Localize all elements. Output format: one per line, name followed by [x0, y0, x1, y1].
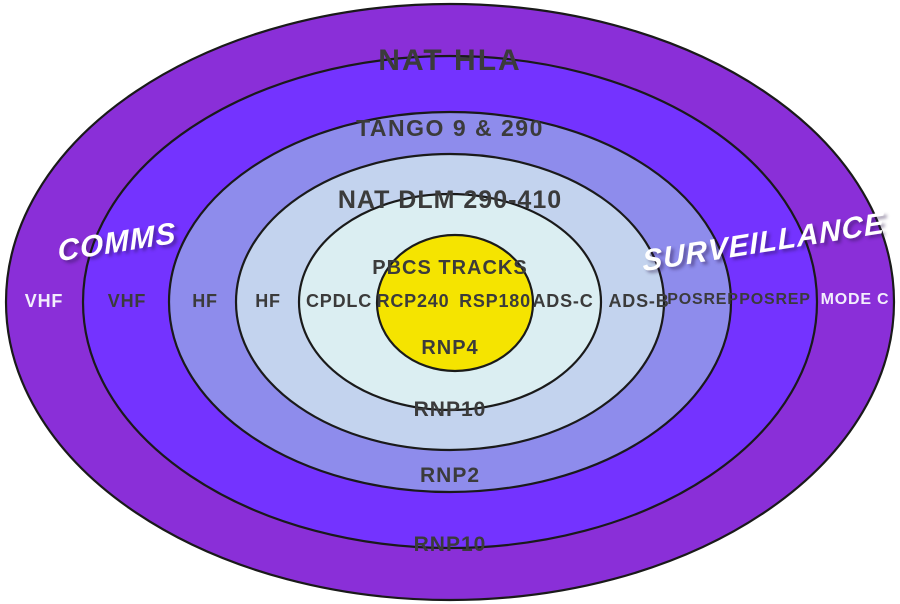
core-label-rsp180: RSP180	[459, 291, 531, 311]
side-label-mode-c: MODE C	[820, 291, 890, 308]
side-label-cpdlc: CPDLC	[306, 291, 372, 311]
ring-label-rnp10-outer: RNP10	[413, 533, 487, 556]
side-label-hf-inner: HF	[255, 291, 281, 311]
ring-label-rnp4: RNP4	[421, 337, 479, 359]
side-label-posrep-outer: POSREP	[739, 291, 811, 308]
ring-label-nat-hla: NAT HLA	[378, 44, 522, 77]
ring-label-pbcs-tracks: PBCS TRACKS	[372, 257, 528, 279]
side-label-posrep-inner: POSREP	[667, 291, 739, 308]
ring-label-rnp10-inner: RNP10	[413, 398, 487, 421]
core-label-rcp240: RCP240	[376, 291, 450, 311]
ring-label-tango: TANGO 9 & 290	[356, 115, 544, 141]
side-label-vhf-outer: VHF	[24, 291, 64, 311]
side-label-ads-c: ADS-C	[532, 291, 594, 311]
ring-label-nat-dlm: NAT DLM 290-410	[337, 186, 563, 214]
side-label-vhf-inner: VHF	[107, 291, 147, 311]
ring-label-rnp2: RNP2	[419, 464, 481, 487]
side-label-ads-b: ADS-B	[608, 291, 670, 311]
core-shape	[375, 233, 535, 373]
side-label-hf-outer: HF	[192, 291, 218, 311]
